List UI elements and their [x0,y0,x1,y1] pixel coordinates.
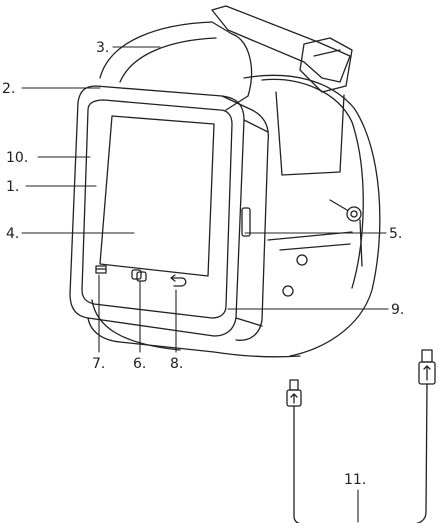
label-10: 10. [6,150,28,166]
label-9: 9. [391,302,404,318]
label-2: 2. [2,81,15,97]
label-5: 5. [389,226,402,242]
label-3: 3. [96,40,109,56]
side-button [241,207,251,237]
callout-labels: 3. 2. 10. 1. 4. 5. 9. 7. 6. 8. 11. [2,40,404,488]
label-1: 1. [6,179,19,195]
label-4: 4. [6,226,19,242]
home-icon [131,269,147,282]
rear-strap [211,5,381,357]
label-11: 11. [344,472,366,488]
strap-holes [282,254,308,297]
buckle [329,199,363,267]
leader-lines [21,46,389,523]
usb-connector-icon [418,349,436,385]
screen-outline [99,115,215,277]
top-strap [99,21,253,111]
label-7: 7. [92,356,105,372]
watch-body [69,85,270,341]
label-8: 8. [170,356,183,372]
menu-icon [95,265,107,274]
back-icon [170,274,187,287]
label-6: 6. [133,356,146,372]
bottom-strap [87,299,301,358]
micro-usb-connector-icon [286,379,302,407]
strap-keeper [299,37,353,93]
usb-cable [293,383,428,525]
